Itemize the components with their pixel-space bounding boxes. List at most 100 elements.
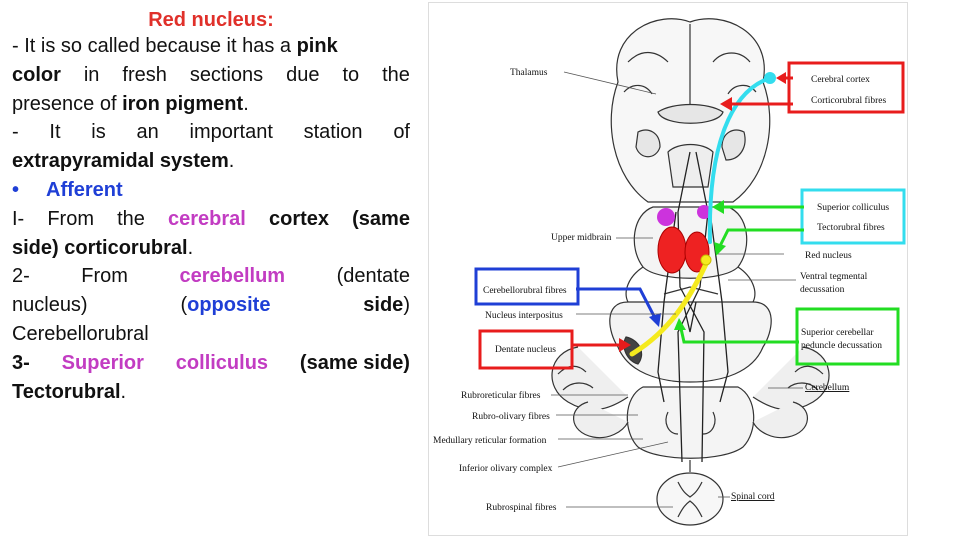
word: nucleus) [12, 294, 88, 317]
bold-term: Tectorubral [12, 380, 121, 403]
word: the [117, 207, 145, 230]
label-superior-colliculus: Superior colliculus [817, 203, 889, 213]
text-line-1: - It is so called because it has a pink [12, 32, 410, 61]
text-line-4: - It is an important station of [12, 118, 410, 147]
text-line-10: nucleus) (opposite side) [12, 291, 410, 320]
label-tectorubral-fibres: Tectorubral fibres [817, 222, 885, 233]
word: - [12, 121, 19, 144]
word: an [136, 121, 159, 144]
corticorubral-path [707, 76, 772, 244]
text-line-7: I- From the cerebral cortex (same [12, 205, 410, 234]
word: in [83, 63, 100, 86]
text-line-8: side) corticorubral. [12, 234, 410, 263]
label-corticorubral-fibres: Corticorubral fibres [811, 95, 886, 106]
text-line-12: 3- Superior colliculus (same side) [12, 349, 410, 378]
label-rubro-olivary-fibres: Rubro-olivary fibres [472, 411, 550, 422]
word: ) [403, 294, 410, 317]
highlight-term: opposite [187, 294, 271, 317]
word: important [189, 121, 273, 144]
label-rubroreticular-fibres: Rubroreticular fibres [461, 390, 541, 401]
word: the [382, 63, 410, 86]
word: (same side) [299, 351, 410, 374]
superior-colliculus-dot-left [657, 208, 675, 226]
word: color [12, 63, 61, 86]
bullet-icon: • [12, 178, 20, 201]
label-upper-midbrain: Upper midbrain [551, 233, 612, 243]
highlight-term: colliculus [175, 351, 269, 374]
label-nucleus-interpositus: Nucleus interpositus [485, 311, 563, 321]
slide-title: Red nucleus: [148, 9, 274, 31]
text-line-11: Cerebellorubral [12, 320, 410, 349]
line-text: Cerebellorubral [12, 322, 149, 345]
forebrain-section [610, 18, 771, 203]
text-line-2: color in fresh sections due to the [12, 61, 410, 90]
text-line-5: extrapyramidal system. [12, 147, 410, 176]
label-spinal-cord: Spinal cord [731, 492, 775, 502]
label-decussation: decussation [800, 285, 845, 295]
dentate-nucleus-box [478, 329, 574, 370]
word: (same [352, 207, 410, 230]
yellow-end-dot [700, 254, 712, 266]
word: side [363, 294, 404, 317]
label-peduncle-decussation: peduncle decussation [801, 341, 882, 351]
bold-term: side) corticorubral [12, 236, 188, 259]
label-red-nucleus: Red nucleus [805, 251, 852, 261]
red-nucleus-left [657, 226, 687, 274]
word: It [49, 121, 61, 144]
word: station [303, 121, 363, 144]
superior-colliculus-box [800, 188, 906, 245]
word: of [393, 121, 410, 144]
text-line-9: 2- From cerebellum (dentate [12, 262, 410, 291]
line-text: - It is so called because it has a [12, 35, 297, 57]
word: 3- [12, 351, 30, 374]
text-line-6: • Afferent [12, 176, 410, 205]
superior-cerebellar-box [795, 307, 900, 366]
label-inferior-olivary-complex: Inferior olivary complex [459, 463, 553, 474]
word: to [342, 63, 360, 86]
annotation-arrows [572, 72, 804, 352]
word: ( [180, 294, 188, 317]
cerebellorubral-box [474, 267, 580, 306]
label-cerebral-cortex: Cerebral cortex [811, 75, 870, 85]
line-text: presence of [12, 92, 123, 115]
cerebellorubral-path [629, 261, 709, 357]
text-line-13: Tectorubral. [12, 378, 410, 407]
cortex-origin-dot [764, 72, 776, 84]
text-line-3: presence of iron pigment. [12, 90, 410, 119]
line-text: . [243, 92, 249, 115]
highlight-term: Superior [61, 351, 144, 374]
word: sections [189, 63, 264, 86]
word: fresh [122, 63, 167, 86]
fibre-tracts [657, 151, 729, 463]
red-nucleus-diagram: Thalamus Cerebral cortex Corticorubral f… [428, 2, 908, 536]
word: due [286, 63, 320, 86]
label-superior-cerebellar: Superior cerebellar [801, 328, 874, 338]
label-cerebellum: Cerebellum [805, 383, 850, 393]
word: From [81, 265, 128, 288]
spinal-cord-section [656, 460, 724, 526]
cerebral-cortex-box [787, 61, 905, 114]
label-thalamus: Thalamus [510, 68, 548, 78]
label-cerebellorubral-fibres: Cerebellorubral fibres [483, 285, 567, 296]
line-text: . [120, 380, 127, 403]
leader-lines [551, 71, 803, 508]
superior-colliculus-dot-right [697, 205, 711, 219]
word: 2- [12, 265, 30, 288]
section-heading: Afferent [46, 178, 123, 201]
line-text: . [187, 236, 194, 259]
label-ventral-tegmental: Ventral tegmental [800, 272, 868, 282]
word: From [47, 207, 94, 230]
medulla-section [573, 386, 808, 459]
text-panel: Red nucleus: - It is so called because i… [12, 8, 410, 406]
word: (dentate [336, 265, 410, 288]
word: cortex [268, 207, 330, 230]
label-rubrospinal-fibres: Rubrospinal fibres [486, 502, 557, 513]
line-text: . [228, 150, 235, 173]
highlight-term: cerebellum [179, 265, 286, 288]
label-medullary-reticular-formation: Medullary reticular formation [433, 435, 547, 446]
bold-term: pink [296, 35, 338, 57]
word: I- [12, 207, 25, 230]
highlight-term: cerebral [168, 207, 246, 230]
word: is [91, 121, 106, 144]
label-dentate-nucleus: Dentate nucleus [495, 345, 556, 355]
